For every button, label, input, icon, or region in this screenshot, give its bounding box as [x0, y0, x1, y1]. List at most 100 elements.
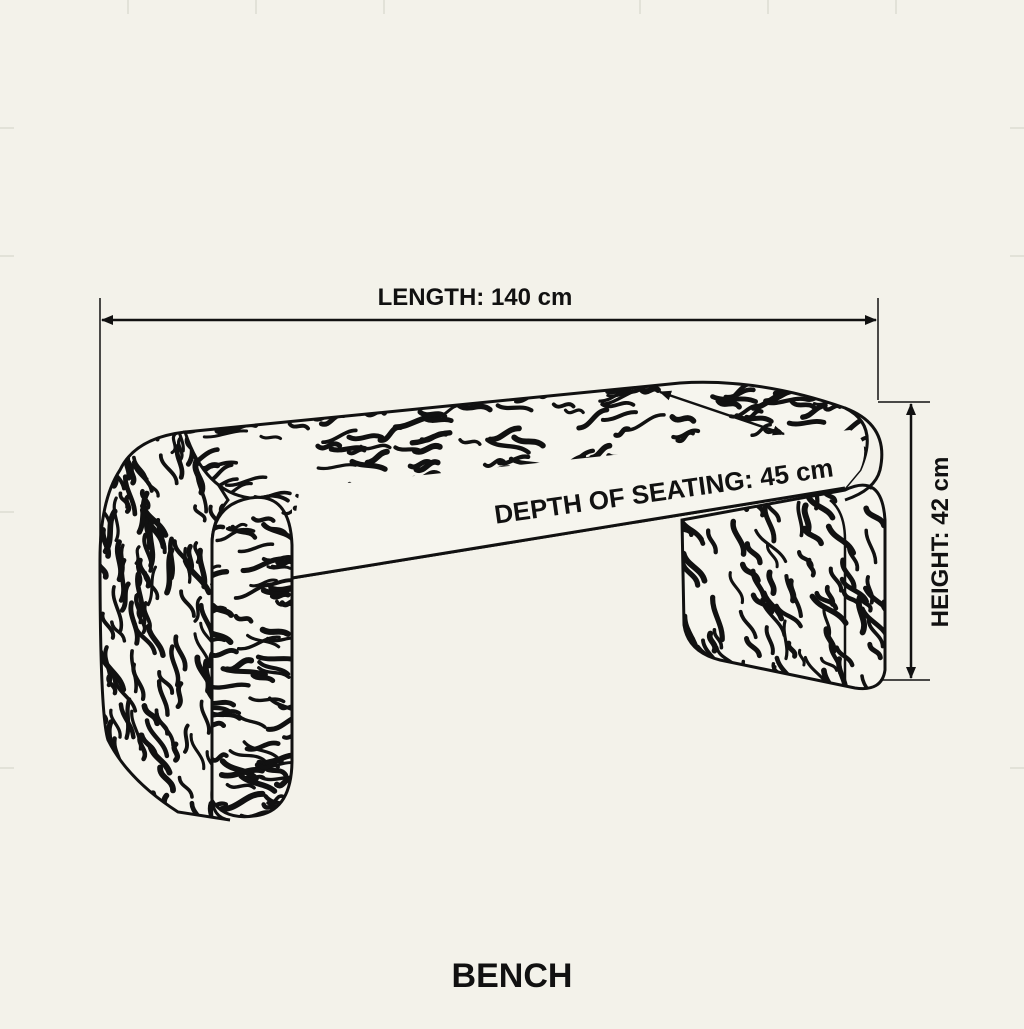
pattern-stroke: [237, 542, 275, 554]
pattern-stroke: [836, 382, 868, 392]
pattern-stroke: [282, 731, 292, 740]
pattern-stroke: [124, 697, 132, 740]
pattern-stroke: [224, 475, 268, 487]
pattern-stroke: [349, 458, 388, 472]
pattern-stroke: [193, 504, 207, 523]
pattern-stroke: [212, 698, 237, 708]
pattern-stroke: [281, 410, 312, 419]
pattern-stroke: [275, 558, 292, 567]
pattern-stroke: [495, 403, 534, 413]
pattern-stroke: [487, 425, 522, 443]
pattern-stroke: [762, 503, 777, 544]
pattern-stroke: [212, 625, 234, 646]
pattern-stroke: [682, 550, 708, 584]
pattern-stroke: [321, 428, 358, 445]
pattern-stroke: [227, 522, 248, 531]
pattern-stroke: [279, 598, 292, 608]
pattern-stroke: [551, 402, 576, 409]
pattern-stroke: [823, 626, 837, 654]
pattern-stroke: [801, 525, 824, 547]
pattern-stroke: [212, 682, 251, 690]
pattern-stroke: [669, 414, 697, 424]
pattern-stroke: [146, 565, 157, 607]
pattern-stroke: [469, 383, 505, 392]
pattern-stroke: [482, 458, 506, 468]
pattern-stroke: [212, 569, 230, 584]
pattern-stroke: [780, 382, 806, 391]
pattern-stroke: [362, 396, 397, 410]
pattern-stroke: [712, 628, 724, 650]
pattern-stroke: [709, 664, 724, 689]
pattern-stroke: [823, 403, 842, 412]
pattern-stroke: [600, 401, 636, 409]
pattern-stroke: [100, 558, 109, 580]
pattern-stroke: [682, 514, 706, 546]
pattern-stroke: [422, 382, 460, 408]
pattern-stroke: [111, 585, 124, 633]
pattern-stroke: [786, 419, 827, 427]
pattern-stroke: [293, 387, 342, 397]
pattern-stroke: [109, 708, 122, 739]
pattern-stroke: [186, 543, 195, 575]
pattern-stroke: [212, 637, 227, 644]
pattern-stroke: [193, 596, 203, 623]
pattern-stroke: [124, 494, 132, 514]
pattern-stroke: [576, 407, 610, 431]
pattern-stroke: [744, 636, 762, 659]
pattern-stroke: [170, 432, 178, 455]
pattern-stroke: [359, 443, 392, 451]
pattern-stroke: [860, 674, 877, 689]
pattern-stroke: [282, 404, 312, 415]
pattern-stroke: [828, 566, 844, 593]
pattern-stroke: [212, 648, 239, 658]
pattern-stroke: [236, 635, 281, 651]
pattern-stroke: [250, 672, 276, 684]
pattern-stroke: [782, 619, 789, 661]
pattern-stroke: [821, 667, 845, 689]
pattern-stroke: [105, 719, 114, 758]
pattern-stroke: [863, 585, 885, 622]
pattern-stroke: [346, 447, 367, 456]
pattern-stroke: [805, 493, 836, 521]
pattern-stroke: [156, 679, 170, 717]
pattern-stroke: [114, 758, 123, 787]
guide-marks: [0, 0, 1024, 769]
pattern-stroke: [598, 389, 632, 403]
bench-seat-front-band: [292, 430, 865, 578]
pattern-stroke: [393, 445, 424, 454]
pattern-stroke: [219, 758, 259, 782]
pattern-stroke: [455, 402, 493, 413]
pattern-stroke: [251, 516, 276, 523]
pattern-stroke: [346, 433, 385, 442]
pattern-stroke: [142, 601, 152, 633]
pattern-stroke: [177, 775, 194, 799]
pattern-stroke: [257, 660, 291, 677]
pattern-stroke: [511, 434, 546, 449]
pattern-stroke: [866, 617, 885, 649]
pattern-stroke: [269, 591, 291, 600]
pattern-stroke: [863, 505, 885, 529]
pattern-stroke: [130, 709, 143, 751]
pattern-stroke: [212, 752, 229, 763]
pattern-stroke: [123, 456, 133, 481]
pattern-stroke: [268, 583, 292, 592]
pattern-stroke: [259, 626, 291, 637]
pattern-stroke: [176, 436, 184, 462]
pattern-stroke: [417, 409, 448, 419]
pattern-stroke: [237, 714, 267, 729]
pattern-stroke: [113, 768, 130, 800]
pattern-stroke: [413, 459, 441, 473]
pattern-stroke: [706, 630, 718, 654]
pattern-stroke: [238, 773, 278, 794]
pattern-stroke: [828, 641, 843, 675]
pattern-stroke: [710, 594, 725, 643]
pattern-stroke: [315, 408, 363, 417]
pattern-stroke: [100, 759, 109, 789]
pattern-stroke: [255, 654, 292, 663]
pattern-stroke: [867, 641, 883, 661]
pattern-stroke: [218, 767, 265, 779]
pattern-stroke: [865, 575, 875, 605]
pattern-stroke: [139, 488, 151, 510]
pattern-stroke: [856, 593, 867, 636]
